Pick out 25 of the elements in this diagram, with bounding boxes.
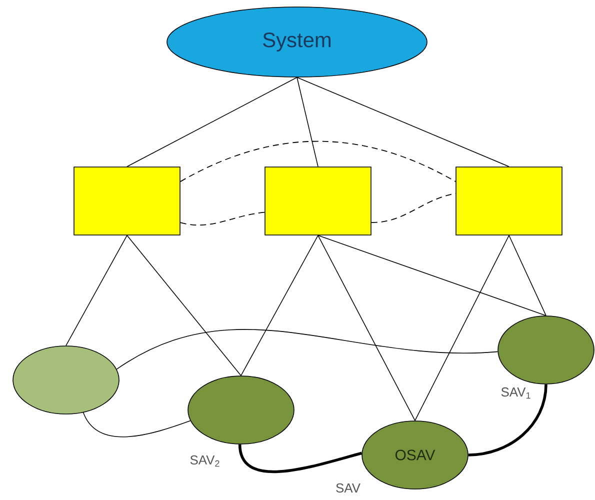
service-label: SAV$_{2}$ <box>190 455 220 467</box>
service-label: SAV$_{1}$ <box>501 387 530 399</box>
connector-line <box>180 212 266 226</box>
component-box <box>74 166 180 236</box>
connector-line <box>126 235 242 376</box>
connector-line <box>82 412 191 438</box>
connector-line <box>318 235 546 316</box>
connector-line <box>508 235 546 316</box>
connector-line <box>468 384 548 456</box>
connector-line <box>296 77 510 167</box>
service-ellipse <box>12 346 120 414</box>
component-box <box>264 166 372 236</box>
connector-line <box>296 77 318 167</box>
connector-line <box>180 140 456 182</box>
component-box <box>456 166 562 236</box>
connector-line <box>66 235 128 346</box>
connector-line <box>116 329 498 370</box>
connector-line <box>240 235 318 376</box>
service-ellipse <box>498 316 594 384</box>
edge-label: SAV <box>336 483 360 493</box>
connector-line <box>414 235 510 421</box>
connector-line <box>126 77 298 167</box>
connector-line <box>238 444 362 474</box>
connector-line <box>318 235 416 421</box>
service-ellipse <box>188 376 294 444</box>
